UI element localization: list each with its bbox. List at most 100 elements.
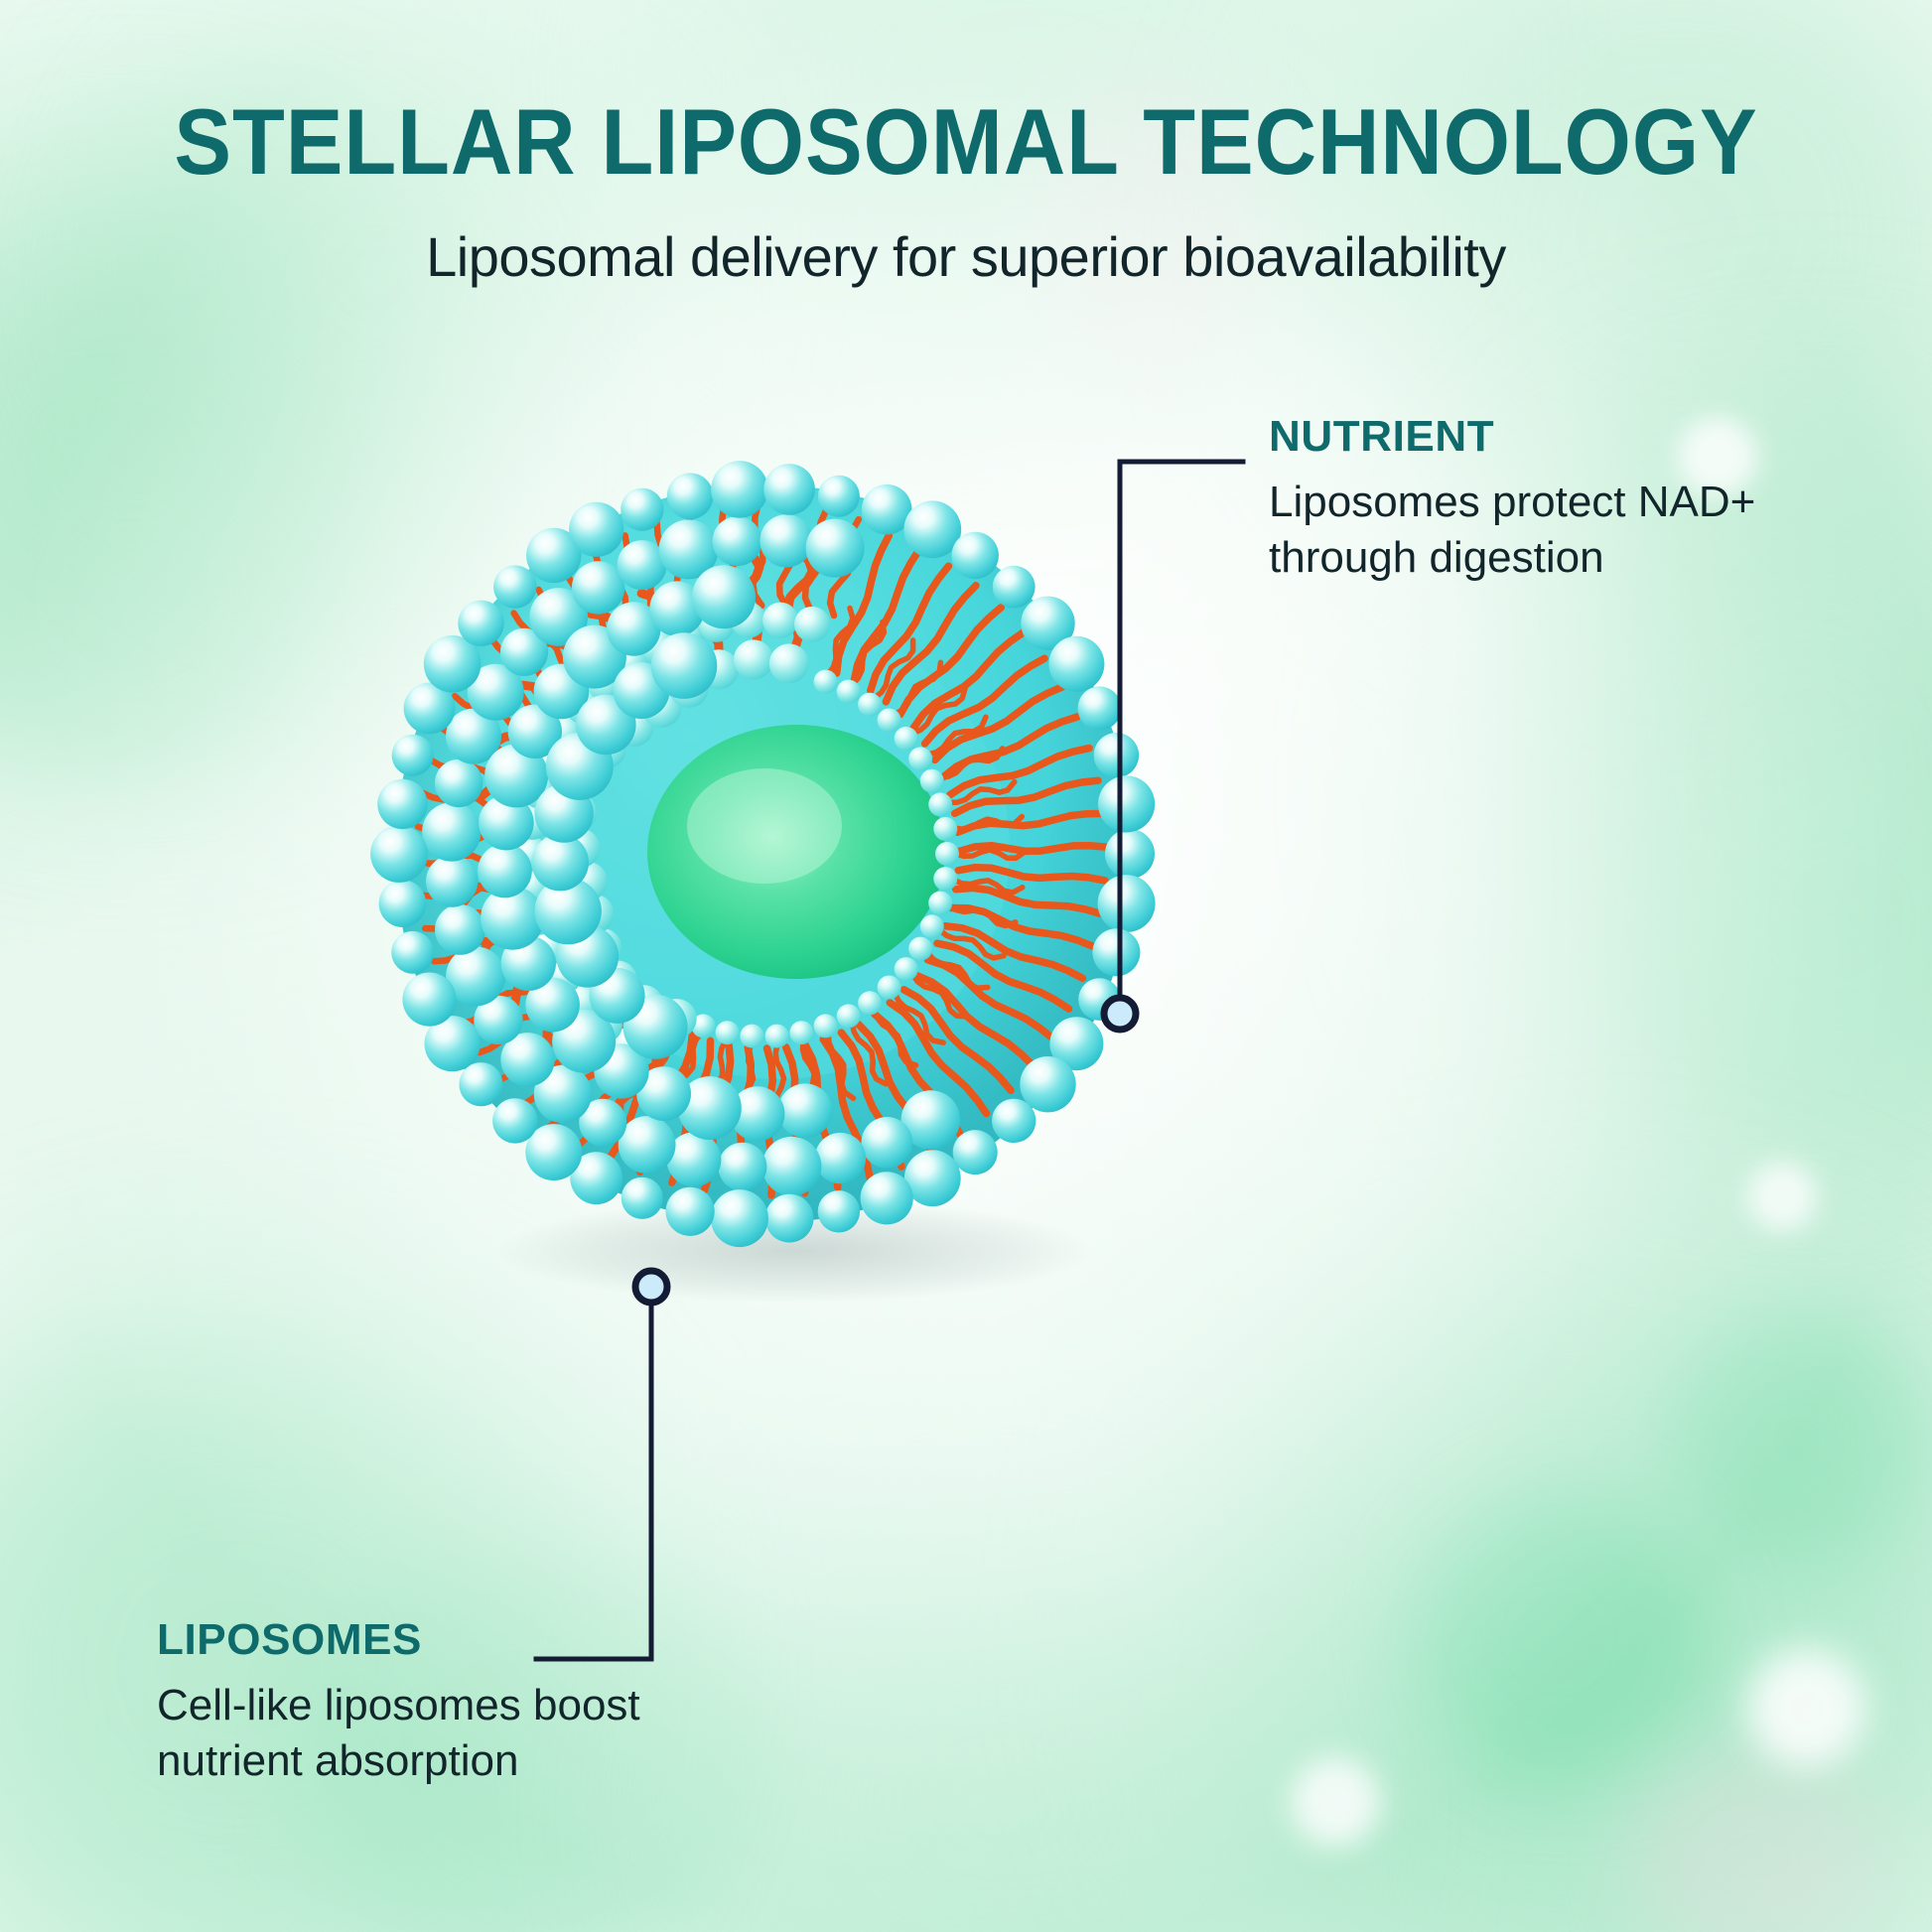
lipid-head (764, 1024, 789, 1048)
lipid-head (861, 483, 912, 535)
lipid-tail (849, 619, 888, 688)
lipid-head (894, 957, 918, 982)
lipid-head (858, 692, 883, 717)
lipid-head (402, 972, 457, 1027)
lipid-head (718, 1142, 767, 1191)
lipid-head (759, 514, 813, 568)
lipid-head (877, 975, 901, 1000)
lipid-tail (952, 847, 1028, 862)
lipid-tail (954, 863, 1109, 885)
lipid-head (459, 1062, 503, 1107)
lipid-head (636, 1066, 691, 1121)
lipid-head (391, 734, 434, 776)
lipid-head (894, 726, 918, 751)
lipid-tail (825, 605, 856, 677)
lipid-tail (930, 683, 1066, 764)
lipid-head (607, 602, 661, 656)
lipid-head (403, 682, 456, 735)
lipid-head (1048, 635, 1105, 692)
lipid-tail (912, 971, 1036, 1069)
lipid-head (570, 1152, 623, 1205)
lipid-head (666, 1132, 722, 1187)
callout-liposomes-body: Cell-like liposomes boost nutrient absor… (157, 1678, 812, 1790)
lipid-head (928, 792, 953, 817)
lipid-head (391, 930, 434, 974)
lipid-head (813, 1014, 838, 1038)
lipid-tail (950, 776, 1102, 818)
header-block: STELLAR LIPOSOMAL TECHNOLOGY Liposomal d… (0, 95, 1932, 289)
lipid-head (740, 1024, 764, 1048)
lipid-head (763, 464, 815, 515)
lipid-head (768, 643, 809, 684)
lipid-head (777, 1083, 833, 1139)
lipid-head (692, 565, 756, 629)
lipid-head (691, 1014, 716, 1038)
lipid-tail (936, 746, 1006, 781)
lipid-tail (945, 902, 1019, 929)
lipid-head (658, 519, 719, 580)
lipid-tail (954, 809, 1108, 837)
lipid-head (458, 600, 504, 646)
lipid-head (861, 1117, 913, 1169)
lipid-head (908, 936, 933, 961)
lipid-head (525, 977, 580, 1033)
lipid-tail (825, 1031, 857, 1102)
lipid-head (650, 632, 718, 699)
lipid-head (493, 565, 537, 609)
lipid-head (903, 1150, 961, 1207)
lipid-head (426, 855, 479, 907)
lipid-head (377, 778, 428, 830)
lipid-head (526, 527, 582, 584)
lipid-head (858, 991, 883, 1016)
lipid-head (1105, 829, 1155, 879)
lipid-head (1097, 875, 1156, 933)
lipid-head (951, 531, 999, 580)
lipid-head (507, 704, 562, 759)
callout-nutrient-body-line1: Liposomes protect NAD+ (1269, 478, 1756, 526)
lipid-head (933, 816, 958, 841)
lipid-tail (867, 562, 953, 695)
lipid-head (665, 1186, 715, 1236)
lipid-tail (941, 921, 1087, 983)
callout-nutrient-body: Liposomes protect NAD+ through digestion (1269, 475, 1884, 587)
lipid-head (467, 663, 524, 721)
lipid-head (621, 487, 664, 531)
lipid-head (1092, 928, 1141, 977)
lipid-head (484, 744, 549, 808)
nutrient-core (647, 725, 945, 979)
page-title: STELLAR LIPOSOMAL TECHNOLOGY (174, 89, 1758, 194)
callout-nutrient: NUTRIENT Liposomes protect NAD+ through … (1269, 415, 1884, 587)
callout-liposomes-label: LIPOSOMES (157, 1615, 422, 1664)
page-subtitle: Liposomal delivery for superior bioavail… (426, 225, 1506, 288)
lipid-head (836, 679, 861, 704)
callout-liposomes-body-line2: nutrient absorption (157, 1736, 519, 1786)
lipid-tail (923, 956, 1056, 1042)
callout-nutrient-label: NUTRIENT (1269, 412, 1495, 461)
lipid-tail (924, 950, 991, 992)
lipid-tail (892, 990, 946, 1045)
lipid-head (933, 867, 958, 892)
lipid-head (1098, 775, 1156, 833)
lipid-tail (832, 531, 894, 677)
lipid-head (919, 768, 944, 793)
lipid-head (761, 1136, 822, 1196)
lipid-head (621, 1176, 663, 1219)
lipid-head (733, 639, 773, 680)
lipid-head (1077, 686, 1122, 731)
lipid-tail (892, 659, 944, 718)
lipid-tail (933, 939, 1073, 1013)
lipid-head (534, 877, 602, 945)
lipid-heads-midlayer (422, 514, 961, 1196)
lipid-head (569, 501, 624, 557)
lipid-head (952, 1130, 998, 1175)
lipid-tail (950, 813, 1026, 832)
lipid-head (710, 1189, 768, 1248)
lipid-head (423, 635, 482, 693)
lipid-head (499, 627, 549, 676)
lipid-head (500, 1033, 555, 1087)
lipid-head (928, 891, 953, 915)
lipid-head (836, 1004, 861, 1029)
lipid-head (1021, 596, 1075, 650)
lipid-head (817, 1190, 861, 1233)
